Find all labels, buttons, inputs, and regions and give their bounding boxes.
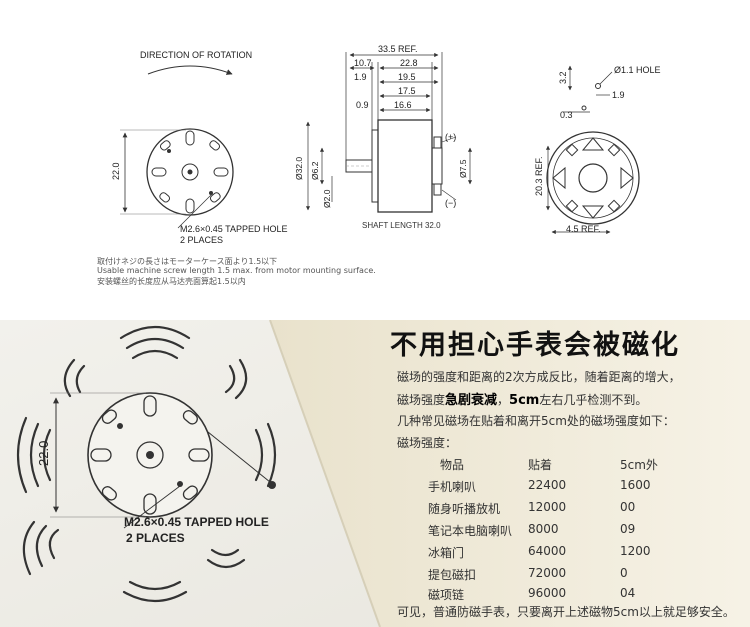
rear-hole-label: Ø1.1 HOLE bbox=[614, 65, 661, 75]
dim-16-6: 16.6 bbox=[394, 100, 412, 110]
table-row: 笔记本电脑喇叭 8000 09 bbox=[428, 522, 678, 540]
table-row: 磁项链 96000 04 bbox=[428, 586, 678, 604]
table-header-5cm: 5cm外 bbox=[620, 458, 658, 472]
table-cell-contact: 12000 bbox=[528, 500, 567, 514]
dim-0-9: 0.9 bbox=[356, 100, 369, 110]
table-cell-5cm: 1200 bbox=[620, 544, 651, 558]
note-chinese: 安装螺丝的长度应从马达壳面算起1.5以内 bbox=[97, 277, 246, 286]
big-tapped-hole-label: M2.6×0.45 TAPPED HOLE bbox=[124, 515, 269, 529]
note-japanese: 取付けネジの長さはモーターケース面より1.5以下 bbox=[97, 257, 278, 266]
direction-label: DIRECTION OF ROTATION bbox=[140, 50, 252, 60]
rear-dim-3-2: 3.2 bbox=[558, 71, 568, 84]
magnetic-wave-icon bbox=[16, 326, 277, 602]
rear-view: 3.2 Ø1.1 HOLE 1.9 0.3 20.3 REF. 4.5 REF. bbox=[534, 65, 661, 235]
table-cell-contact: 96000 bbox=[528, 586, 567, 600]
motor-magnet-illustration: 22.0 M2.6×0.45 TAPPED HOLE 2 PLACES bbox=[16, 326, 277, 602]
table-row: 提包磁扣 72000 0 bbox=[428, 566, 678, 584]
shaft-length-label: SHAFT LENGTH 32.0 bbox=[362, 221, 441, 230]
text-line-2-pre: 磁场强度 bbox=[397, 393, 446, 407]
rear-dim-1-9: 1.9 bbox=[612, 90, 625, 100]
text-line-3: 几种常见磁场在贴着和离开5cm处的磁场强度如下： bbox=[397, 414, 675, 428]
rotation-arrow-icon bbox=[147, 65, 233, 75]
table-cell-5cm: 09 bbox=[620, 522, 636, 536]
big-places-label: 2 PLACES bbox=[126, 531, 185, 545]
minus-terminal-label: (−) bbox=[445, 198, 456, 208]
dia-body: Ø32.0 bbox=[294, 157, 304, 180]
tapped-hole-label: M2.6×0.45 TAPPED HOLE bbox=[180, 224, 287, 234]
dim-17-5: 17.5 bbox=[398, 86, 416, 96]
plus-terminal-label: (+) bbox=[445, 132, 456, 142]
table-cell-5cm: 1600 bbox=[620, 478, 651, 492]
big-height-dim: 22.0 bbox=[36, 441, 51, 466]
text-line-4: 磁场强度： bbox=[397, 436, 458, 450]
text-line-2: 磁场强度急剧衰减，5cm左右几乎检测不到。 bbox=[397, 389, 647, 408]
text-line-2-comma: ， bbox=[497, 393, 510, 407]
table-cell-item: 手机喇叭 bbox=[428, 480, 477, 494]
table-cell-item: 冰箱门 bbox=[428, 546, 465, 560]
table-row: 冰箱门 64000 1200 bbox=[428, 544, 678, 562]
table-header-item: 物品 bbox=[440, 458, 465, 472]
text-line-2-post: 左右几乎检测不到。 bbox=[539, 393, 648, 407]
table-cell-contact: 64000 bbox=[528, 544, 567, 558]
dim-10-7: 10.7 bbox=[354, 58, 372, 68]
footer-conclusion: 可见，普通防磁手表，只要离开上述磁物5cm以上就足够安全。 bbox=[397, 605, 735, 619]
side-view: (+) (−) 33.5 REF. 10.7 22.8 1.9 19.5 bbox=[294, 44, 473, 230]
big-motor-front: 22.0 M2.6×0.45 TAPPED HOLE 2 PLACES bbox=[36, 392, 276, 545]
note-english: Usable machine screw length 1.5 max. fro… bbox=[97, 266, 376, 275]
front-view: 22.0 M2.6×0.45 TAPPED HOLE 2 PLACES bbox=[111, 128, 287, 245]
panel-background bbox=[0, 320, 750, 627]
table-row: 手机喇叭 22400 1600 bbox=[428, 478, 678, 496]
table-cell-5cm: 04 bbox=[620, 586, 636, 600]
rear-width-dim: 4.5 REF. bbox=[566, 224, 601, 234]
dim-22-8: 22.8 bbox=[400, 58, 418, 68]
table-header-contact: 贴着 bbox=[528, 458, 553, 472]
rear-height-dim: 20.3 REF. bbox=[534, 156, 544, 196]
motor-drawing-svg: DIRECTION OF ROTATION 22.0 bbox=[111, 44, 661, 245]
rear-dim-0-3: 0.3 bbox=[560, 110, 573, 120]
technical-drawing: DIRECTION OF ROTATION 22.0 bbox=[97, 44, 661, 286]
table-cell-contact: 72000 bbox=[528, 566, 567, 580]
table-header: 物品 贴着 5cm外 bbox=[428, 456, 678, 474]
magnetism-panel: 22.0 M2.6×0.45 TAPPED HOLE 2 PLACES bbox=[0, 320, 750, 627]
table-cell-item: 笔记本电脑喇叭 bbox=[428, 524, 513, 538]
dia-shaft: Ø2.0 bbox=[322, 189, 332, 208]
table-cell-item: 提包磁扣 bbox=[428, 568, 477, 582]
panel-title: 不用担心手表会被磁化 bbox=[390, 330, 680, 361]
table-cell-5cm: 00 bbox=[620, 500, 636, 514]
text-emphasis-5cm: 5cm bbox=[509, 393, 540, 408]
table-cell-item: 磁项链 bbox=[428, 588, 465, 602]
dia-boss: Ø6.2 bbox=[310, 161, 320, 180]
dim-overall: 33.5 REF. bbox=[378, 44, 418, 54]
front-height-dim: 22.0 bbox=[111, 162, 121, 180]
table-cell-5cm: 0 bbox=[620, 566, 628, 580]
text-line-1: 磁场的强度和距离的2次方成反比，随着距离的增大， bbox=[397, 370, 681, 384]
table-cell-item: 随身听播放机 bbox=[428, 502, 501, 516]
table-cell-contact: 22400 bbox=[528, 478, 567, 492]
table-cell-contact: 8000 bbox=[528, 522, 559, 536]
text-emphasis-decay: 急剧衰减 bbox=[445, 393, 498, 408]
dim-19-5: 19.5 bbox=[398, 72, 416, 82]
dia-terminal: Ø7.5 bbox=[458, 159, 468, 178]
table-row: 随身听播放机 12000 00 bbox=[428, 500, 678, 518]
dim-1-9: 1.9 bbox=[354, 72, 367, 82]
places-label: 2 PLACES bbox=[180, 235, 223, 245]
